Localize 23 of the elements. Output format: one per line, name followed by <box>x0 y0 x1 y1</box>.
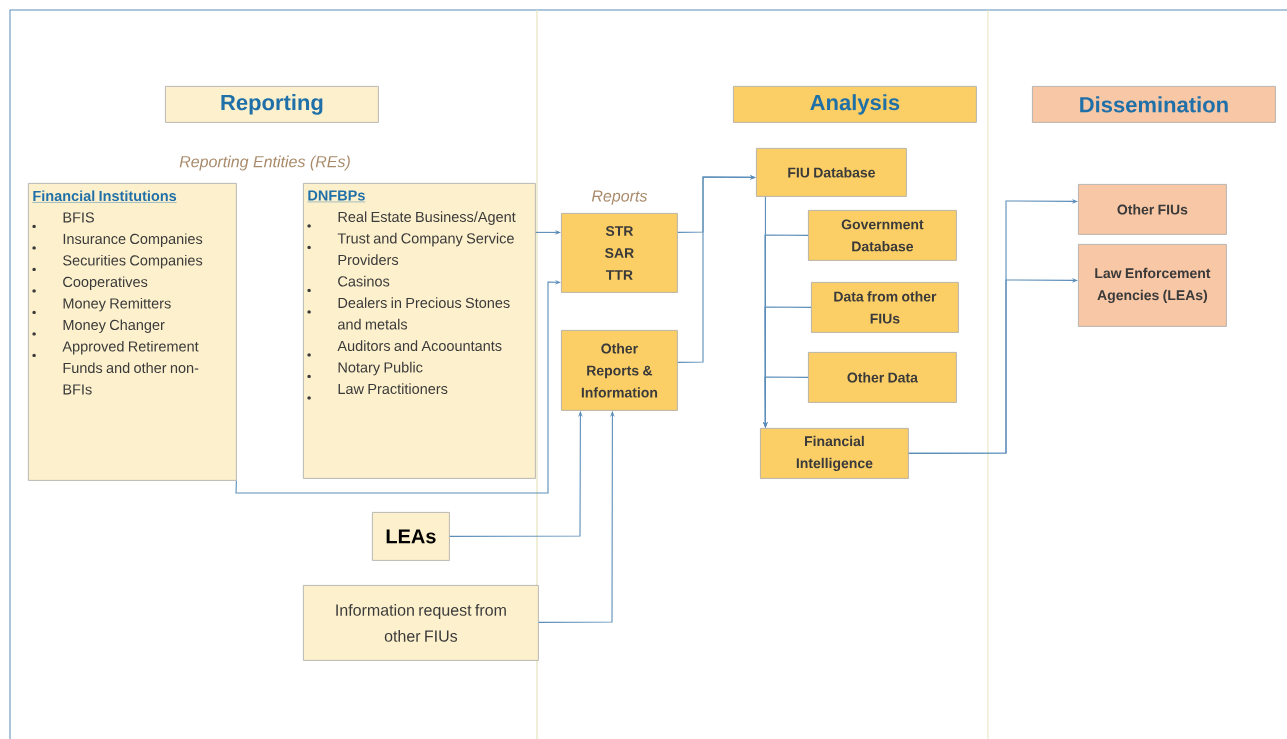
process-box: Information request from other FIUs <box>303 585 539 661</box>
arrow <box>535 230 561 235</box>
caption-text: Reports <box>591 190 648 205</box>
heading-box: Analysis <box>733 86 977 123</box>
list-box: DNFBPs Real Estate Business/Agent Trust and Company Service Providers Casinos Dealers in Precious Stones and metals Auditors and Acoountants Notary Public Law Practitioners <box>303 183 536 479</box>
process-box: STR SAR TTR <box>561 213 678 293</box>
process-box: Financial Intelligence <box>760 428 909 479</box>
section-label: Reporting Entities (REs) <box>179 155 350 171</box>
arrow <box>677 175 756 363</box>
arrow <box>235 279 561 494</box>
heading-box: Reporting <box>165 86 379 123</box>
heading-box: Dissemination <box>1032 86 1276 123</box>
process-box: Data from other FIUs <box>811 282 959 333</box>
process-box: LEAs <box>372 512 450 561</box>
process-box: Government Database <box>808 210 957 261</box>
process-box: Other FIUs <box>1078 184 1227 235</box>
list-box: Financial Institutions BFIS Insurance Companies Securities Companies Cooperatives Money Remitters Money Changer Approved Retirement Funds and other non-BFIs <box>28 183 237 481</box>
process-box: Other Data <box>808 352 957 403</box>
process-box: FIU Database <box>756 148 907 197</box>
arrow <box>763 376 809 428</box>
arrow <box>908 278 1078 454</box>
process-box: Other Reports & Information <box>561 330 678 411</box>
process-box: Law Enforcement Agencies (LEAs) <box>1078 244 1227 327</box>
